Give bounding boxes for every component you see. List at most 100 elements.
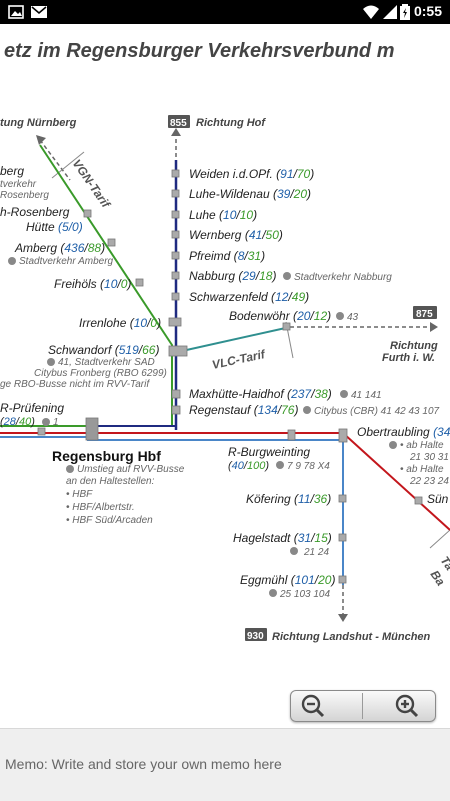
station-burgweinting: R-Burgweinting [228,445,310,459]
station-schwandorf-bus3: ge RBO-Busse nicht im RVV-Tarif [0,379,150,390]
direction-furth-1: Richtung [390,340,438,352]
zoom-out-icon [301,694,325,718]
badge-855 [168,115,190,128]
direction-furth-2: Furth i. W. [382,352,435,364]
status-bar: 0:55 [0,0,450,24]
hbf-note-5: • HBF Süd/Arcaden [66,515,153,526]
map-title: etz im Regensburger Verkehrsverbund m [4,40,395,62]
station-luhe: Luhe (10/10) [189,208,257,222]
network-map[interactable]: etz im Regensburger Verkehrsverbund m [0,24,450,728]
station-nabburg: Nabburg (29/18) [189,269,276,283]
station-maxhuette: Maxhütte-Haidhof (237/38) [189,387,332,401]
station-nabburg-bus: Stadtverkehr Nabburg [294,272,392,283]
station-obertraubling-bus4: 22 23 24 [409,476,449,487]
station-berg: berg [0,164,24,178]
bus-icon [47,358,55,366]
station-pruefening-bus: 1 [53,417,59,428]
bus-icon [8,257,16,265]
station-regenstauf: Regenstauf (134/76) [189,403,298,417]
station-schwandorf-bus2: Citybus Fronberg (RBO 6299) [34,368,167,379]
station-luhe-wildenau: Luhe-Wildenau (39/20) [189,187,311,201]
bus-icon [66,465,74,473]
badge-855-text: 855 [170,118,187,129]
station-bodenwoehr-bus: 43 [347,312,359,323]
station-schwandorf-bus1: 41, Stadtverkehr SAD [58,357,155,368]
station-eggmuehl: Eggmühl (101/20) [240,573,335,587]
arrow-furth [430,322,438,332]
bus-icon [283,272,291,280]
station-obertraubling: Obertraubling (34 [357,425,450,439]
battery-icon [400,4,410,20]
station-obertraubling-bus1: • ab Halte [400,440,444,451]
memo-bar [0,728,450,801]
station-suen: Sün [427,492,449,506]
bus-icon [269,589,277,597]
station-schwarzenfeld: Schwarzenfeld (12/49) [189,290,309,304]
right-boundary [429,529,450,549]
bus-icon [336,312,344,320]
station-pruefening: R-Prüfening [0,401,64,415]
clock: 0:55 [413,3,442,19]
hbf-note-3: • HBF [66,489,93,500]
bus-icon [389,441,397,449]
tariff-vgn: VGN-Tarif [70,157,114,211]
zoom-in-button[interactable] [363,691,434,721]
bus-icon [290,547,298,555]
station-pruefening-num: (28/40) [0,416,35,428]
badge-930-text: 930 [247,631,264,642]
station-huette: Hütte (5/0) [26,220,83,234]
zoom-in-icon [395,694,419,718]
gmail-icon [31,6,47,18]
station-obertraubling-bus3: • ab Halte [400,464,444,475]
station-irrenlohe: Irrenlohe (10/0) [79,316,161,330]
station-pfreimd: Pfreimd (8/31) [189,249,265,263]
hbf-note-2: an den Haltestellen: [66,476,155,487]
direction-landshut: Richtung Landshut - München [272,631,431,643]
station-burgweinting-bus: 7 9 78 X4 [287,461,330,472]
station-eggmuehl-bus: 25 103 104 [279,589,330,600]
hbf-note-1: Umstieg auf RVV-Busse [77,464,185,475]
badge-930 [245,628,267,641]
station-freihoels: Freihöls (10/0) [54,277,131,291]
arrow-nuernberg [36,135,46,145]
station-hagelstadt-bus: 21 24 [303,547,329,558]
station-amberg-bus: Stadtverkehr Amberg [19,256,114,267]
zoom-divider [362,693,363,719]
bus-icon [42,418,50,426]
station-wernberg: Wernberg (41/50) [189,228,283,242]
station-regenstauf-bus: Citybus (CBR) 41 42 43 107 [314,406,440,417]
station-regensburg-hbf: Regensburg Hbf [52,448,161,464]
direction-hof: Richtung Hof [196,117,266,129]
station-berg-sub1: tverkehr [0,179,37,190]
arrow-landshut [338,614,348,622]
tariff-vlc: VLC-Tarif [211,347,267,372]
zoom-controls [290,690,436,722]
zoom-out-button[interactable] [291,691,362,721]
station-amberg: Amberg (436/88) [14,241,105,255]
bus-icon [340,390,348,398]
line-nuernberg-dashed [39,139,71,181]
vgn-boundary [51,151,85,179]
image-icon [8,5,24,19]
line-teal [181,326,291,352]
line-navy-hbf [95,425,177,430]
station-schwandorf: Schwandorf (519/66) [48,343,159,357]
station-obertraubling-bus2: 21 30 31 [409,452,449,463]
station-koefering: Köfering (11/36) [246,492,331,506]
station-berg-sub2: Rosenberg [0,190,49,201]
memo-input[interactable] [0,749,445,779]
arrow-hof [171,128,181,136]
badge-875-text: 875 [416,309,433,320]
hbf-note-4: • HBF/Albertstr. [66,502,135,513]
station-burgweinting-num: (40/100) [228,460,269,472]
station-weiden: Weiden i.d.OPf. (91/70) [189,167,314,181]
signal-icon [383,5,397,19]
station-maxhuette-bus: 41 141 [351,390,382,401]
badge-875 [413,306,437,319]
direction-nuernberg: tung Nürnberg [0,117,77,129]
bus-icon [276,461,284,469]
station-rosenberg: h-Rosenberg [0,205,70,219]
bus-icon [303,406,311,414]
station-hagelstadt: Hagelstadt (31/15) [233,531,332,545]
wifi-icon [363,5,379,19]
